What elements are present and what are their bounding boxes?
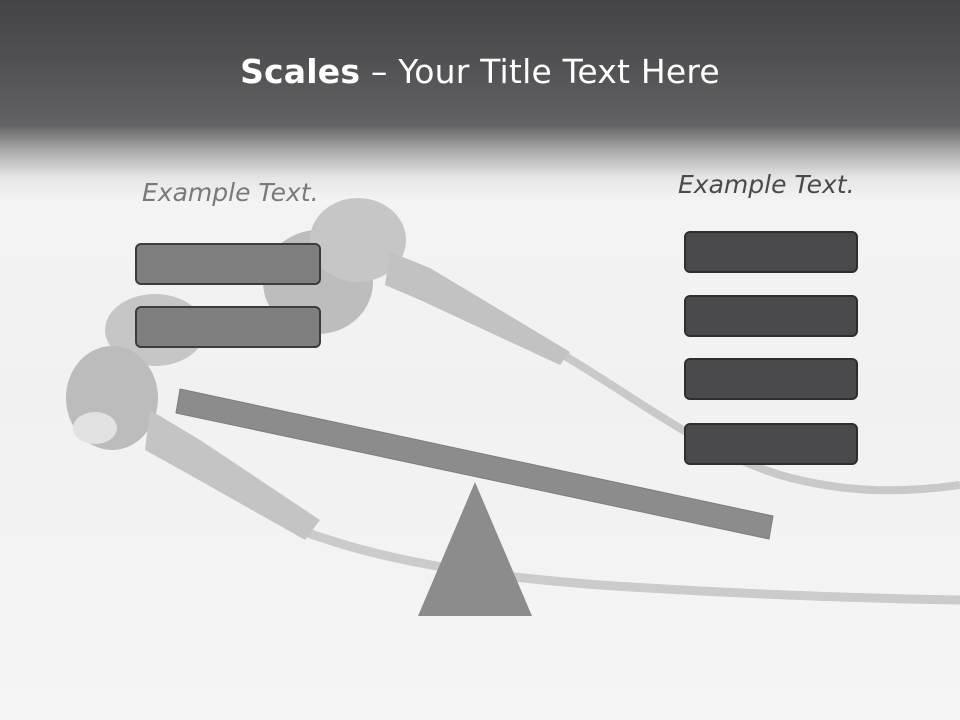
right-box-2[interactable] (684, 295, 858, 337)
left-box-2[interactable] (135, 306, 321, 348)
right-box-1[interactable] (684, 231, 858, 273)
left-box-1[interactable] (135, 243, 321, 285)
lower-earbud-ring (73, 412, 117, 444)
fulcrum-triangle (418, 482, 532, 616)
scale-beam (175, 388, 774, 540)
title-bold: Scales (240, 52, 361, 91)
right-box-4[interactable] (684, 423, 858, 465)
right-box-3[interactable] (684, 358, 858, 400)
left-label: Example Text. (142, 178, 319, 207)
header-band (0, 0, 960, 200)
upper-earbud-stem (385, 252, 570, 365)
title-rest: – Your Title Text Here (360, 52, 720, 91)
earphone-cable-upper (552, 346, 960, 495)
slide-title: Scales – Your Title Text Here (0, 52, 960, 91)
lower-earbud-stem (145, 410, 320, 540)
upper-earbud-body (310, 198, 406, 282)
right-label: Example Text. (678, 170, 855, 199)
earphone-cable-lower (298, 525, 960, 605)
